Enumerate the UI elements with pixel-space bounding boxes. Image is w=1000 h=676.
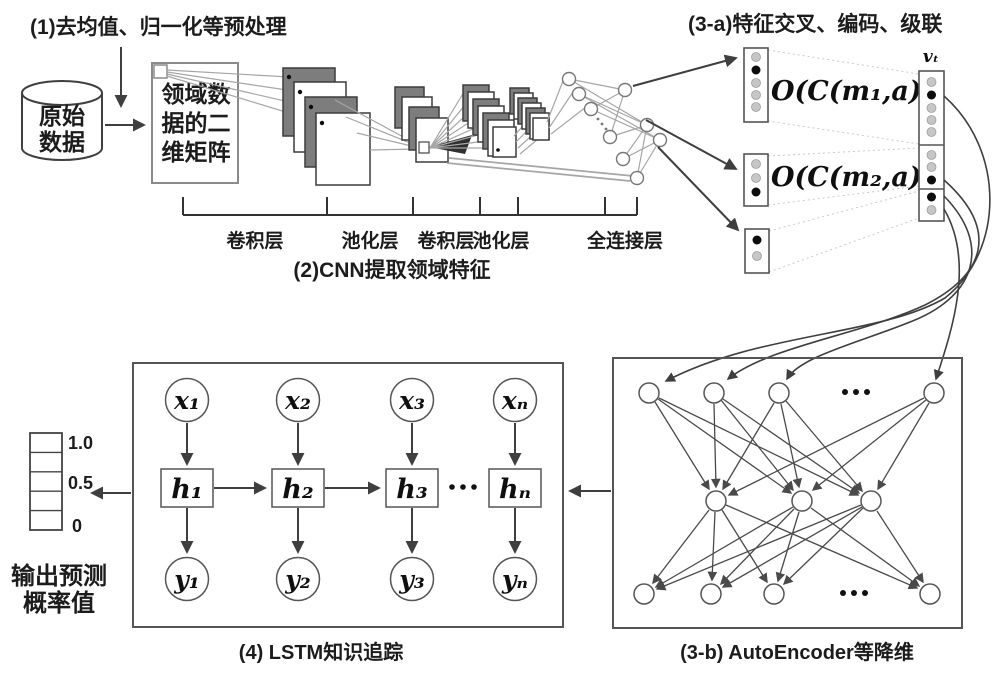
matrix-line2: 据的二 <box>162 110 231 136</box>
vt-to-ae-curves <box>664 95 991 382</box>
cnn-caption: (2)CNN提取领域特征 <box>293 258 490 282</box>
lstm-y3: y₃ <box>398 565 425 594</box>
lstm-hn: hₙ <box>499 474 531 505</box>
layer-label-conv1: 卷积层 <box>225 229 283 252</box>
conv1-stack <box>282 67 371 186</box>
layer-label-fc: 全连接层 <box>586 229 663 252</box>
matrix-box: 领域数 据的二 维矩阵 <box>151 62 239 184</box>
lstm-col-2: x₂ h₂ y₂ <box>271 377 325 602</box>
feature-vector-2 <box>743 153 769 207</box>
preprocess-label: (1)去均值、归一化等预处理 <box>30 15 287 39</box>
lstm-yn: yₙ <box>501 565 528 594</box>
ae-middle-layer <box>705 490 882 512</box>
layer-label-pool2: 池化层 <box>472 229 529 252</box>
lstm-box <box>132 362 564 628</box>
fusion-caption: (3-a)特征交叉、编码、级联 <box>688 12 942 36</box>
fusion-formula-1: O(C(m₁,a)) <box>771 76 934 107</box>
fusion-formula-2: O(C(m₂,a)) <box>771 162 934 193</box>
output-caption-line2: 概率值 <box>23 589 95 617</box>
scale-tick-1: 1.0 <box>68 433 93 453</box>
raw-data-line2: 数据 <box>39 129 85 155</box>
lstm-y1: y₁ <box>173 565 199 594</box>
ae-edges-top-mid <box>654 397 930 496</box>
lstm-col-n: xₙ hₙ yₙ <box>488 377 542 602</box>
vt-label: vₜ <box>923 47 939 67</box>
ae-top-ellipsis <box>842 389 870 395</box>
cylinder-top <box>21 80 103 106</box>
output-scale-section: 1.0 0.5 0 输出预测 概率值 <box>11 432 107 617</box>
cylinder-body <box>21 93 103 161</box>
lstm-x1: x₁ <box>173 386 200 415</box>
scale-tick-0: 0 <box>72 516 82 536</box>
raw-data-line1: 原始 <box>39 103 85 129</box>
to-fc-lines <box>446 80 634 182</box>
output-caption-line1: 输出预测 <box>11 562 107 590</box>
fc-network <box>561 71 668 186</box>
matrix-line3: 维矩阵 <box>162 139 231 165</box>
matrix-rect <box>151 62 239 184</box>
feature-vector-3 <box>744 228 770 274</box>
lstm-xn: xₙ <box>501 386 528 415</box>
ae-top-layer <box>638 382 945 404</box>
pool2-stack <box>509 87 550 141</box>
lstm-x2: x₂ <box>284 386 311 415</box>
fc-to-vec3-arrow <box>657 146 740 232</box>
conv2-stack <box>462 84 517 158</box>
lstm-caption: (4) LSTM知识追踪 <box>239 640 403 664</box>
scale-tick-05: 0.5 <box>68 473 93 493</box>
lstm-ellipsis <box>449 484 477 490</box>
lstm-h2: h₂ <box>282 474 313 505</box>
cnn-section: 卷积层 池化层 卷积层 池化层 全连接层 (2)CNN提取领域特征 <box>166 67 668 282</box>
fc-ellipsis-dots <box>596 117 608 131</box>
lstm-y2: y₂ <box>284 565 311 594</box>
raw-data-cylinder: 原始 数据 <box>21 80 146 161</box>
feature-vector-1 <box>743 47 769 123</box>
autoencoder-section: (3-b) AutoEncoder等降维 <box>568 357 963 664</box>
matrix-kernel-square <box>153 64 168 79</box>
lstm-section: x₁ h₁ y₁ x₂ h₂ y₂ x₃ h₃ <box>90 362 564 664</box>
autoencoder-box <box>612 357 963 629</box>
ae-edges-mid-bottom <box>652 504 924 591</box>
lstm-col-1: x₁ h₁ y₁ <box>160 377 214 602</box>
autoencoder-caption: (3-b) AutoEncoder等降维 <box>680 640 914 664</box>
lstm-h3: h₃ <box>396 474 428 505</box>
lstm-col-3: x₃ h₃ y₃ <box>385 377 439 602</box>
fusion-section: (3-a)特征交叉、编码、级联 O(C(m₁,a)) <box>632 12 991 382</box>
ae-bottom-layer <box>633 583 941 605</box>
layer-label-conv2: 卷积层 <box>416 229 474 252</box>
preprocess-section: (1)去均值、归一化等预处理 <box>30 15 287 108</box>
ae-bottom-ellipsis <box>840 590 868 596</box>
lstm-x3: x₃ <box>398 386 425 415</box>
probability-scale <box>29 432 63 531</box>
vt-vector <box>918 70 945 222</box>
layer-label-pool1: 池化层 <box>341 229 398 252</box>
scale-cell-lines <box>30 451 62 512</box>
fc-to-vec1-arrow <box>632 54 738 87</box>
fc-to-vec2-arrow <box>645 119 738 170</box>
vector-to-vt-dashes <box>767 49 920 273</box>
lstm-h1: h₁ <box>171 474 202 505</box>
layer-bracket <box>182 197 638 216</box>
